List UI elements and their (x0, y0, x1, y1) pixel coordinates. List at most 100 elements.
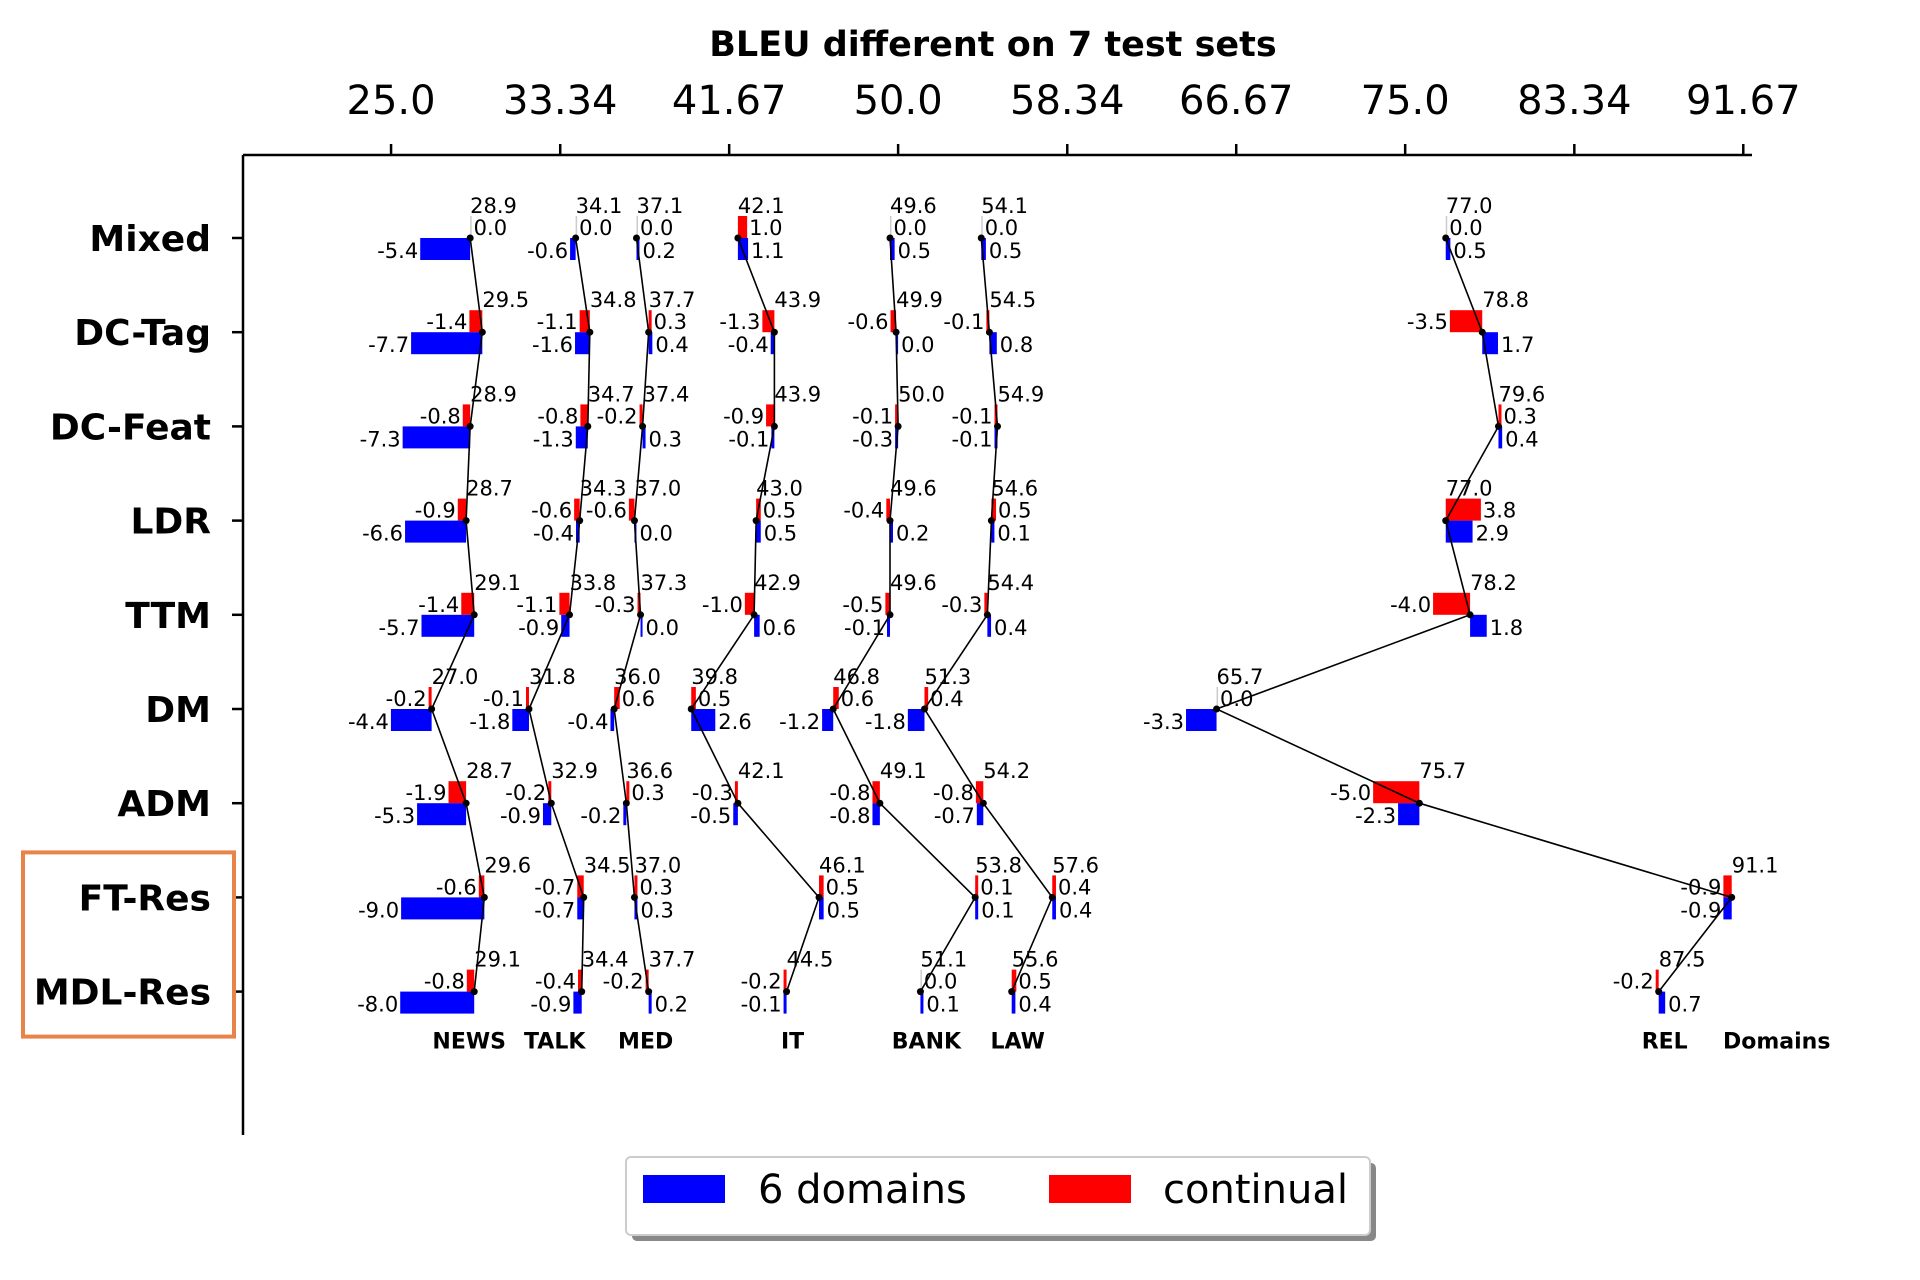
data-point (886, 611, 894, 619)
continual-label: -0.3 (595, 593, 636, 617)
continual-bar (981, 216, 983, 238)
six-domains-bar (1011, 991, 1016, 1014)
bleu-label: 28.9 (470, 382, 517, 406)
bleu-label: 54.5 (989, 288, 1036, 312)
continual-bar (1723, 875, 1732, 898)
continual-bar (626, 781, 630, 804)
data-point (645, 328, 653, 336)
six-domains-label: 0.4 (1059, 898, 1092, 922)
bleu-label: 57.6 (1052, 853, 1099, 877)
bleu-label: 29.6 (484, 853, 531, 877)
six-domains-label: 0.2 (642, 239, 675, 263)
six-domains-label: 0.4 (994, 616, 1027, 640)
data-point (734, 234, 742, 242)
bleu-label: 29.1 (474, 948, 521, 972)
six-domains-bar (575, 332, 590, 355)
row-label: Mixed (89, 219, 211, 260)
data-point (971, 893, 979, 901)
six-domains-label: 2.6 (718, 710, 751, 734)
continual-label: 0.3 (654, 310, 687, 334)
six-domains-label: -4.4 (348, 710, 389, 734)
six-domains-label: -5.3 (374, 804, 415, 828)
continual-label: -0.8 (420, 404, 461, 428)
continual-label: -0.3 (692, 781, 733, 805)
six-domains-label: 0.5 (827, 898, 860, 922)
six-domains-label: -1.8 (469, 710, 510, 734)
bleu-label: 51.3 (924, 665, 971, 689)
continual-label: -1.9 (406, 781, 447, 805)
six-domains-label: -1.8 (865, 710, 906, 734)
data-point (480, 893, 488, 901)
value-labels: 28.90.0-5.429.5-1.4-7.728.9-0.8-7.328.7-… (348, 194, 1779, 1017)
six-domains-label: 0.4 (1018, 993, 1051, 1017)
bleu-label: 34.1 (576, 194, 623, 218)
six-domains-bar (421, 614, 475, 637)
x-tick-label: 58.34 (1010, 78, 1125, 124)
bleu-label: 29.5 (482, 288, 529, 312)
data-point (892, 328, 900, 336)
continual-label: -5.0 (1330, 781, 1371, 805)
x-tick-label: 83.34 (1517, 78, 1632, 124)
bleu-label: 37.0 (634, 477, 681, 501)
bleu-label: 46.1 (819, 853, 866, 877)
bleu-label: 54.9 (998, 382, 1045, 406)
data-point (632, 234, 640, 242)
six-domains-bar (1470, 614, 1487, 637)
six-domains-label: -5.4 (377, 239, 418, 263)
six-domains-bar (405, 520, 467, 543)
continual-label: 0.0 (640, 216, 673, 240)
six-domains-bar (420, 238, 471, 260)
data-point (1478, 328, 1486, 336)
continual-bar (744, 592, 755, 615)
continual-bar (574, 498, 580, 521)
six-domains-label: -3.3 (1143, 710, 1184, 734)
six-domains-bar (1052, 897, 1056, 920)
continual-bar (766, 404, 775, 427)
six-domains-label: -0.4 (567, 710, 608, 734)
six-domains-label: 1.1 (751, 239, 784, 263)
continual-bar (548, 781, 552, 804)
data-point (687, 705, 695, 713)
row-label: FT-Res (79, 878, 211, 919)
six-domains-bar (754, 614, 760, 637)
six-domains-label: 0.2 (896, 522, 929, 546)
six-domains-label: 2.9 (1476, 522, 1509, 546)
bleu-label: 28.7 (466, 477, 513, 501)
six-domains-bar (1398, 803, 1420, 826)
continual-label: 3.8 (1483, 499, 1516, 523)
continual-bar (924, 687, 929, 709)
six-domains-bar (691, 709, 716, 731)
x-tick-label: 50.0 (854, 78, 943, 124)
continual-bar (525, 687, 529, 709)
continual-label: 0.0 (1449, 216, 1482, 240)
continual-label: 0.6 (841, 687, 874, 711)
six-domains-label: 0.7 (1668, 993, 1701, 1017)
continual-label: -0.8 (537, 404, 578, 428)
continual-bar (1011, 969, 1017, 992)
six-domains-bar (1445, 238, 1451, 260)
continual-bar (559, 592, 570, 615)
continual-bar (639, 404, 643, 427)
continual-bar (920, 969, 922, 992)
six-domains-bar (819, 897, 824, 920)
six-domains-bar (648, 991, 652, 1014)
six-domains-bar (822, 709, 834, 731)
continual-bar (895, 404, 899, 427)
six-domains-bar (981, 238, 986, 260)
row-labels: MixedDC-TagDC-FeatLDRTTMDMADMFT-ResMDL-R… (34, 219, 243, 1014)
continual-bar (783, 969, 787, 992)
highlight-box (21, 850, 236, 1039)
data-point (815, 893, 823, 901)
continual-label: -0.2 (597, 404, 638, 428)
x-tick-label: 75.0 (1361, 78, 1450, 124)
six-domains-bar (920, 991, 924, 1014)
six-domains-label: 0.1 (981, 898, 1014, 922)
data-point (525, 705, 533, 713)
continual-label: -1.0 (702, 593, 743, 617)
bleu-label: 37.0 (634, 853, 681, 877)
bleu-label: 49.6 (890, 477, 937, 501)
six-domains-label: -7.7 (368, 333, 409, 357)
continual-label: 0.3 (1503, 404, 1536, 428)
row-label: LDR (130, 502, 211, 543)
